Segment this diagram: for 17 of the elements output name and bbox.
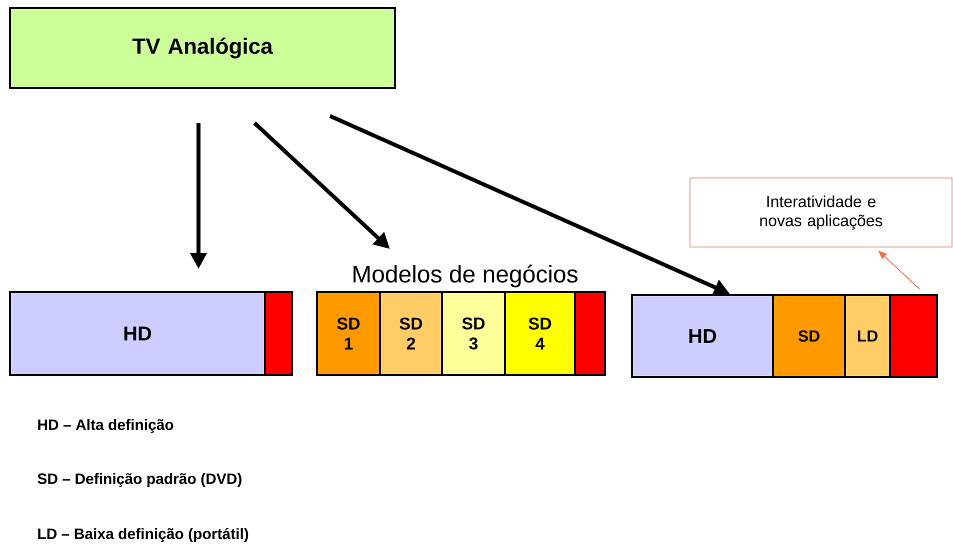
process-box: TV Analógica	[9, 7, 396, 89]
band-segment: HD	[631, 294, 774, 378]
band-segment	[889, 294, 938, 378]
band-segment	[574, 291, 606, 376]
legend-text: SD – Definição padrão (DVD)	[38, 473, 242, 487]
band-segment: SD 4	[504, 291, 576, 376]
band-segment: HD	[9, 291, 266, 376]
band-segment: LD	[844, 294, 891, 378]
band-segment	[264, 291, 293, 376]
band-segment: SD 2	[379, 291, 443, 376]
callout-box: Interatividade e novas aplicações	[690, 178, 952, 248]
heading-text: Modelos de negócios	[354, 264, 578, 288]
band-segment: SD	[772, 294, 846, 378]
legend-text: HD – Alta definição	[38, 419, 174, 433]
band-segment: SD 1	[316, 291, 381, 376]
band-segment: SD 3	[441, 291, 506, 376]
legend-text: LD – Baixa definição (portátil)	[38, 528, 248, 542]
